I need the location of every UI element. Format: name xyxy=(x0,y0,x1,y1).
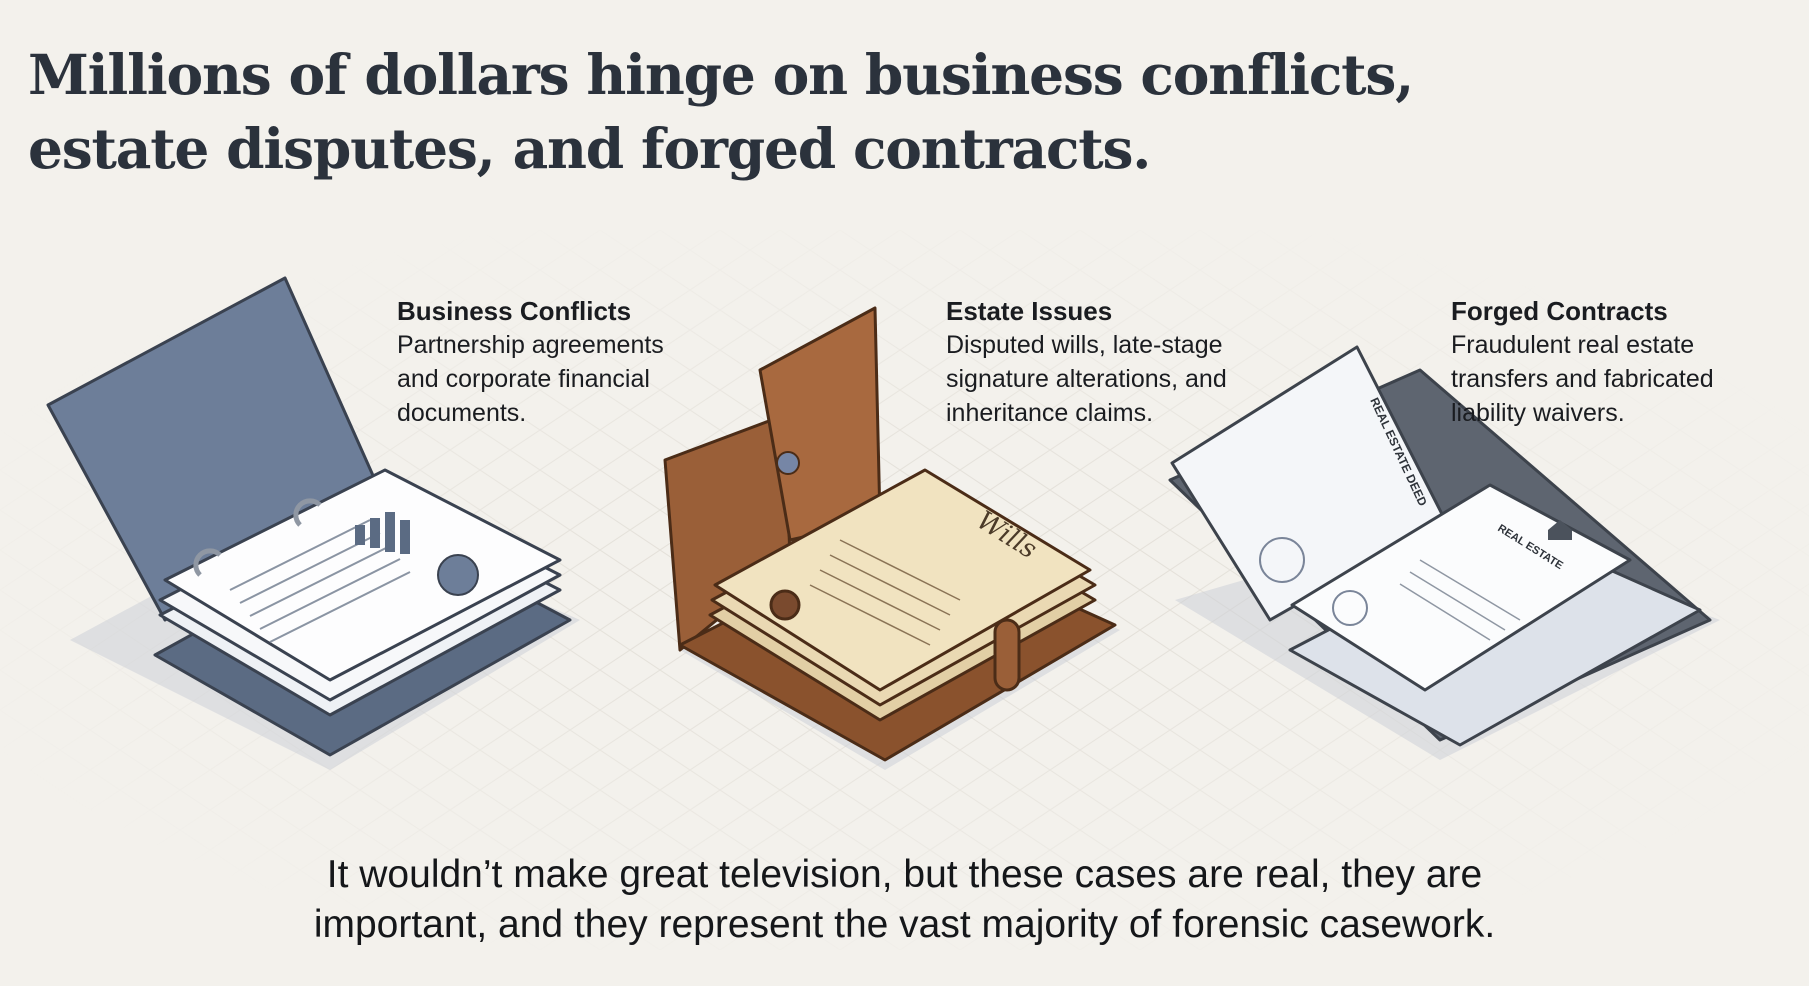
title-line-1: Millions of dollars hinge on business co… xyxy=(28,42,1414,107)
description-line: Partnership agreements xyxy=(397,331,664,359)
footer-caption: It wouldn’t make great television, but t… xyxy=(0,850,1809,950)
description-line: Disputed wills, late-stage xyxy=(946,331,1223,359)
title-line-2: estate disputes, and forged contracts. xyxy=(28,116,1151,181)
description-line: signature alterations, and xyxy=(946,365,1227,393)
description-line: documents. xyxy=(397,399,527,427)
description-line: liability waivers. xyxy=(1451,399,1625,427)
category-heading: Estate Issues xyxy=(946,296,1113,326)
category-forged-contracts: Forged Contracts Fraudulent real estate … xyxy=(1451,294,1714,430)
category-description: Disputed wills, late-stage signature alt… xyxy=(946,328,1227,430)
category-heading: Business Conflicts xyxy=(397,296,632,326)
page-title: Millions of dollars hinge on business co… xyxy=(28,38,1414,186)
category-business-conflicts: Business Conflicts Partnership agreement… xyxy=(397,294,664,430)
forged-contracts-illustration: REAL ESTATE DEED REAL ESTATE xyxy=(1168,345,1720,760)
footer-line-1: It wouldn’t make great television, but t… xyxy=(326,853,1483,896)
binder-illustration xyxy=(46,276,580,770)
description-line: transfers and fabricated xyxy=(1451,365,1714,393)
description-line: and corporate financial xyxy=(397,365,650,393)
description-line: inheritance claims. xyxy=(946,399,1154,427)
category-estate-issues: Estate Issues Disputed wills, late-stage… xyxy=(946,294,1227,430)
category-description: Partnership agreements and corporate fin… xyxy=(397,328,664,430)
estate-wallet-illustration: Wills xyxy=(663,306,1120,770)
description-line: Fraudulent real estate xyxy=(1451,331,1695,359)
footer-line-2: important, and they represent the vast m… xyxy=(313,903,1496,946)
category-heading: Forged Contracts xyxy=(1451,296,1668,326)
category-description: Fraudulent real estate transfers and fab… xyxy=(1451,328,1714,430)
